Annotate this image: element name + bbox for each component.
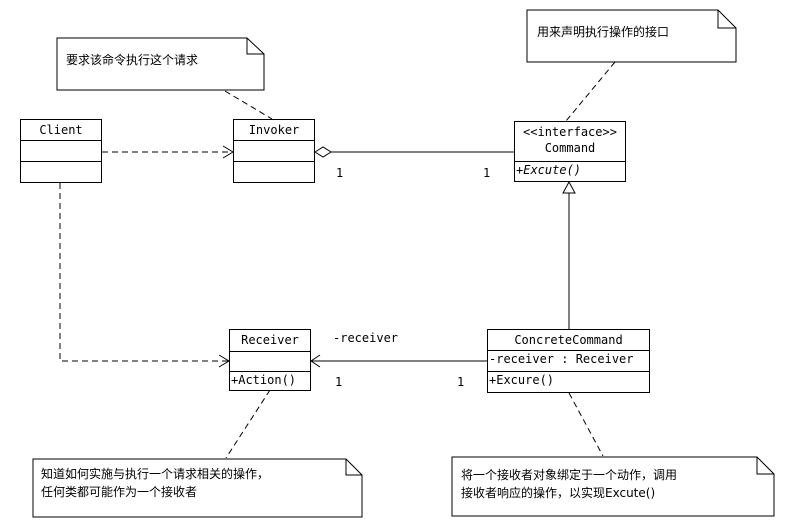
client-attributes — [21, 140, 101, 161]
receiver-operations: +Action() — [230, 371, 310, 390]
receiver-end-multiplicity: 1 — [335, 375, 343, 389]
concrete-command-class[interactable]: ConcreteCommand -receiver : Receiver +Ex… — [487, 329, 650, 393]
concrete-note-text: 将一个接收者对象绑定于一个动作，调用 接收者响应的操作，以实现Excute() — [461, 466, 677, 502]
invoker-note-text: 要求该命令执行这个请求 — [66, 53, 199, 67]
concrete-note-shape — [451, 456, 775, 517]
command-end-multiplicity: 1 — [483, 166, 491, 180]
concrete-note-line-1: 将一个接收者对象绑定于一个动作，调用 — [461, 468, 678, 482]
client-operations — [21, 161, 101, 182]
concrete-command-receiver-attribute: -receiver : Receiver — [489, 352, 634, 366]
invoker-class-name: Invoker — [248, 123, 300, 137]
concrete-command-excure-operation: +Excure() — [489, 373, 555, 387]
concrete-command-realization — [562, 180, 576, 329]
invoker-note-anchor — [224, 90, 273, 120]
invoker-end-multiplicity: 1 — [336, 166, 344, 180]
concrete-command-class-name: ConcreteCommand — [514, 333, 623, 347]
concrete-end-multiplicity: 1 — [457, 375, 465, 389]
command-note-shape — [526, 9, 737, 63]
receiver-class[interactable]: Receiver +Action() — [229, 329, 311, 391]
receiver-note-text: 知道如何实施与执行一个请求相关的操作， 任何类都可能作为一个接收者 — [41, 465, 269, 501]
command-stereotype: <<interface>> — [523, 125, 617, 139]
command-note-text: 用来声明执行操作的接口 — [537, 25, 670, 39]
client-receiver-dependency — [59, 183, 230, 368]
receiver-class-name: Receiver — [241, 333, 299, 347]
concrete-command-operations: +Excure() — [488, 371, 649, 392]
receiver-note-anchor — [225, 389, 271, 459]
command-interface[interactable]: <<interface>> Command +Excute() — [514, 121, 626, 182]
command-note-anchor — [565, 61, 616, 122]
receiver-attributes — [230, 351, 310, 371]
receiver-note-line-1: 知道如何实施与执行一个请求相关的操作， — [41, 467, 270, 481]
client-class-name: Client — [39, 123, 83, 137]
invoker-class[interactable]: Invoker — [233, 119, 315, 183]
client-class[interactable]: Client — [20, 119, 102, 183]
invoker-operations — [234, 161, 314, 182]
invoker-attributes — [234, 140, 314, 161]
invoker-command-aggregation — [314, 146, 514, 158]
client-invoker-dependency — [102, 145, 234, 159]
receiver-note-line-2: 任何类都可能作为一个接收者 — [41, 485, 198, 499]
receiver-role-label: -receiver — [333, 331, 399, 345]
concrete-receiver-association — [310, 354, 487, 368]
command-class-name: Command — [544, 141, 596, 155]
command-excute-operation: +Excute() — [516, 163, 582, 177]
receiver-note-shape — [32, 458, 363, 518]
receiver-action-operation: +Action() — [231, 373, 297, 387]
concrete-command-attributes: -receiver : Receiver — [488, 350, 649, 371]
concrete-note-line-2: 接收者响应的操作，以实现Excute() — [461, 486, 656, 500]
command-operations: +Excute() — [515, 161, 625, 181]
concrete-note-anchor — [568, 392, 604, 457]
invoker-note-shape — [56, 37, 265, 91]
